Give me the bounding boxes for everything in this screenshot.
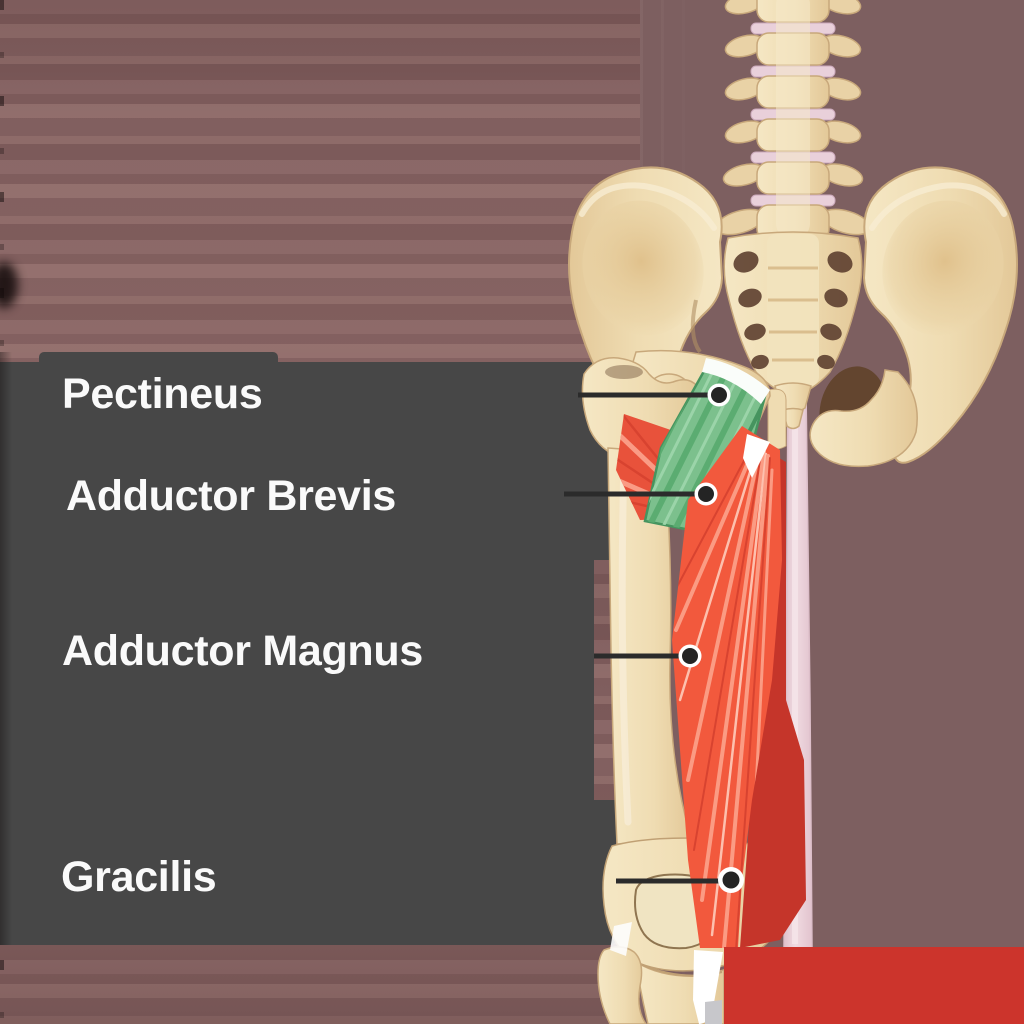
- label-gracilis-text: Gracilis: [61, 852, 217, 901]
- red-banner-overlay: [724, 947, 1024, 1024]
- lumbar-spine: [715, 0, 871, 242]
- background-smudge: [0, 262, 18, 308]
- label-adductor-brevis-text: Adductor Brevis: [66, 471, 397, 520]
- right-ischium: [809, 369, 918, 468]
- label-panel-upper: [0, 362, 634, 560]
- label-gracilis[interactable]: Gracilis: [61, 849, 217, 905]
- pectineus-tendon: [702, 358, 770, 404]
- tendon-gray-strip: [705, 1000, 722, 1024]
- label-pectineus-text: Pectineus: [62, 369, 263, 418]
- adductor-magnus-deep: [740, 448, 806, 948]
- adductor-muscle-fan: [672, 426, 782, 948]
- panel-left-shade: [0, 352, 12, 945]
- label-adductor-magnus[interactable]: Adductor Magnus: [62, 623, 423, 679]
- label-panel-lower: [0, 800, 616, 945]
- adductor-longus-tendon: [743, 434, 770, 478]
- right-ilium: [862, 166, 1018, 464]
- tendon-sliver: [610, 922, 632, 956]
- label-adductor-brevis[interactable]: Adductor Brevis: [66, 468, 396, 524]
- label-panel-middle: [0, 560, 594, 800]
- label-pectineus[interactable]: Pectineus: [62, 366, 263, 422]
- fibula: [597, 946, 647, 1024]
- patellar-tendon: [693, 950, 723, 1024]
- pubic-symphysis: [767, 388, 787, 450]
- label-adductor-magnus-text: Adductor Magnus: [62, 626, 423, 675]
